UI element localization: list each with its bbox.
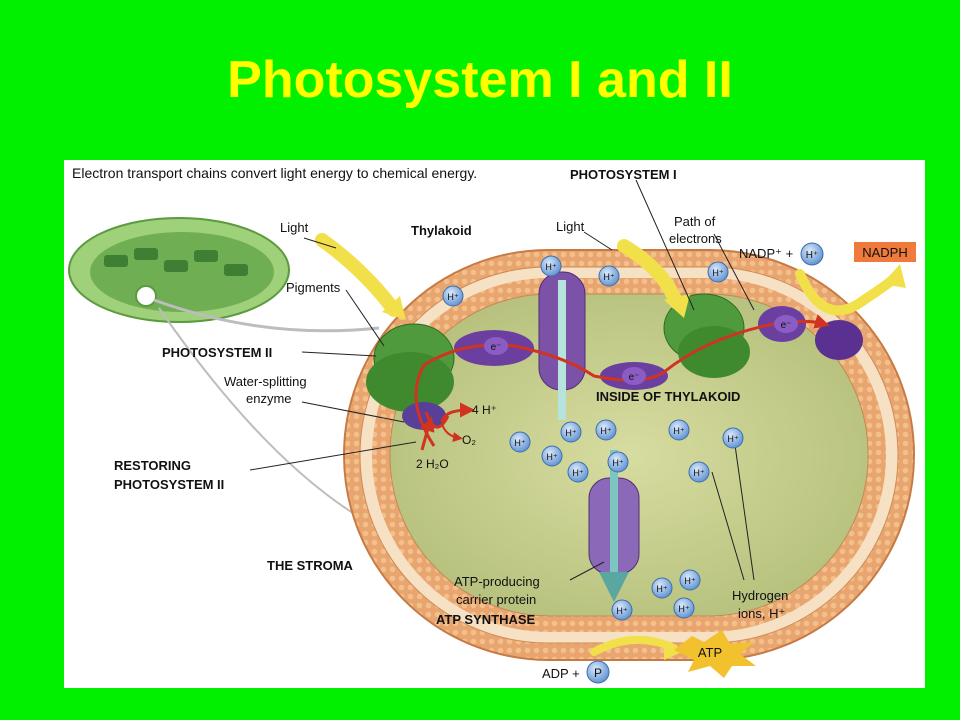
chloroplast-thumbnail (68, 217, 380, 521)
atp-synthase-lower (588, 450, 640, 602)
h-ion-3: H⁺ (598, 265, 620, 287)
electron-marker-2: e⁻ (622, 367, 646, 385)
light-arrow-right-head (664, 294, 690, 318)
pigments-label: Pigments (286, 280, 341, 295)
svg-text:H⁺: H⁺ (600, 426, 611, 436)
svg-text:H⁺: H⁺ (656, 584, 667, 594)
h-ion-nadp: H⁺ (800, 242, 824, 266)
atp-arrow-head (664, 640, 682, 660)
o2-arrow (441, 423, 463, 443)
nadph-box (854, 242, 916, 262)
water-split-arrow (424, 411, 450, 429)
light-arrow-left (315, 233, 401, 317)
svg-text:H⁺: H⁺ (678, 604, 689, 614)
atp-burst (674, 630, 756, 678)
four-h-arrow (440, 402, 475, 423)
svg-text:e⁻: e⁻ (629, 372, 640, 383)
h-ion-5: H⁺ (509, 431, 531, 453)
phosphate-circle: P (586, 660, 610, 684)
hydrogen-ions-label: Hydrogen (732, 588, 788, 603)
svg-text:H⁺: H⁺ (806, 250, 819, 261)
electron-marker-3: e⁻ (774, 315, 798, 333)
path-of-electrons-label: Path of (674, 214, 716, 229)
svg-text:H⁺: H⁺ (545, 262, 556, 272)
h2o-arrow (420, 416, 435, 451)
svg-text:H⁺: H⁺ (616, 606, 627, 616)
light-label-left: Light (280, 220, 309, 235)
electron-marker-1: e⁻ (484, 337, 508, 355)
svg-text:H⁺: H⁺ (673, 426, 684, 436)
atp-label: ATP (698, 645, 722, 660)
hydrogen-ions-label-2: ions, H⁺ (738, 606, 785, 621)
svg-text:H⁺: H⁺ (514, 438, 525, 448)
h-ion-15: H⁺ (651, 577, 673, 599)
atp-synthase-upper (538, 271, 586, 420)
svg-text:H⁺: H⁺ (546, 452, 557, 462)
h-ion-12: H⁺ (722, 427, 744, 449)
photosystem-ii-label: PHOTOSYSTEM II (162, 345, 272, 360)
svg-text:H⁺: H⁺ (565, 428, 576, 438)
electron-path (414, 314, 830, 447)
slide-title: Photosystem I and II (227, 51, 733, 109)
photosystem-ii-complex (366, 323, 455, 430)
h-ion-7: H⁺ (595, 419, 617, 441)
water-splitting-label: Water-splitting (224, 374, 307, 389)
h-ion-9: H⁺ (567, 461, 589, 483)
light-arrow-right (617, 239, 683, 309)
svg-text:H⁺: H⁺ (727, 434, 738, 444)
thylakoid-label: Thylakoid (411, 223, 472, 238)
four-h-label: 4 H⁺ (472, 403, 497, 417)
diagram-caption: Electron transport chains convert light … (72, 165, 477, 181)
svg-text:H⁺: H⁺ (612, 458, 623, 468)
water-splitting-label-2: enzyme (246, 391, 292, 406)
h-ion-10: H⁺ (607, 451, 629, 473)
h-ion-13: H⁺ (688, 461, 710, 483)
h-ion-1: H⁺ (442, 285, 464, 307)
h-ion-8: H⁺ (541, 445, 563, 467)
svg-text:H⁺: H⁺ (603, 272, 614, 282)
light-arrow-left-head (382, 296, 406, 320)
h-ion-4: H⁺ (707, 261, 729, 283)
atp-carrier-label: ATP-producing (454, 574, 540, 589)
nadph-label: NADPH (862, 245, 908, 260)
o2-label: O₂ (462, 433, 476, 447)
stroma-label: THE STROMA (267, 558, 354, 573)
diagram-svg: Electron transport chains convert light … (68, 165, 916, 684)
h2o-label: 2 H₂O (416, 457, 449, 471)
svg-text:H⁺: H⁺ (693, 468, 704, 478)
h-ion-6: H⁺ (560, 421, 582, 443)
h-ion-14: H⁺ (611, 599, 633, 621)
light-label-right: Light (556, 219, 585, 234)
h-ion-2: H⁺ (540, 255, 562, 277)
svg-text:H⁺: H⁺ (684, 576, 695, 586)
path-of-electrons-label-2: electrons (669, 231, 722, 246)
restoring-label-2: PHOTOSYSTEM II (114, 477, 224, 492)
nadp-label: NADP⁺ + (739, 246, 793, 261)
svg-text:H⁺: H⁺ (447, 292, 458, 302)
restoring-label: RESTORING (114, 458, 191, 473)
svg-text:H⁺: H⁺ (712, 268, 723, 278)
photosystem-i-label: PHOTOSYSTEM I (570, 167, 677, 182)
nadph-arrow-head (882, 264, 906, 288)
h-ion-17: H⁺ (673, 597, 695, 619)
leader-lines (249, 179, 755, 581)
svg-text:e⁻: e⁻ (491, 342, 502, 353)
h-ion-11: H⁺ (668, 419, 690, 441)
diagram-panel: Electron transport chains convert light … (64, 160, 925, 688)
inside-thylakoid-label: INSIDE OF THYLAKOID (596, 389, 740, 404)
atp-synthase-label: ATP SYNTHASE (436, 612, 536, 627)
h-ion-16: H⁺ (679, 569, 701, 591)
svg-text:H⁺: H⁺ (572, 468, 583, 478)
svg-text:P: P (594, 666, 602, 680)
adp-label: ADP + (542, 666, 580, 681)
atp-carrier-label-2: carrier protein (456, 592, 536, 607)
svg-text:e⁻: e⁻ (781, 320, 792, 331)
